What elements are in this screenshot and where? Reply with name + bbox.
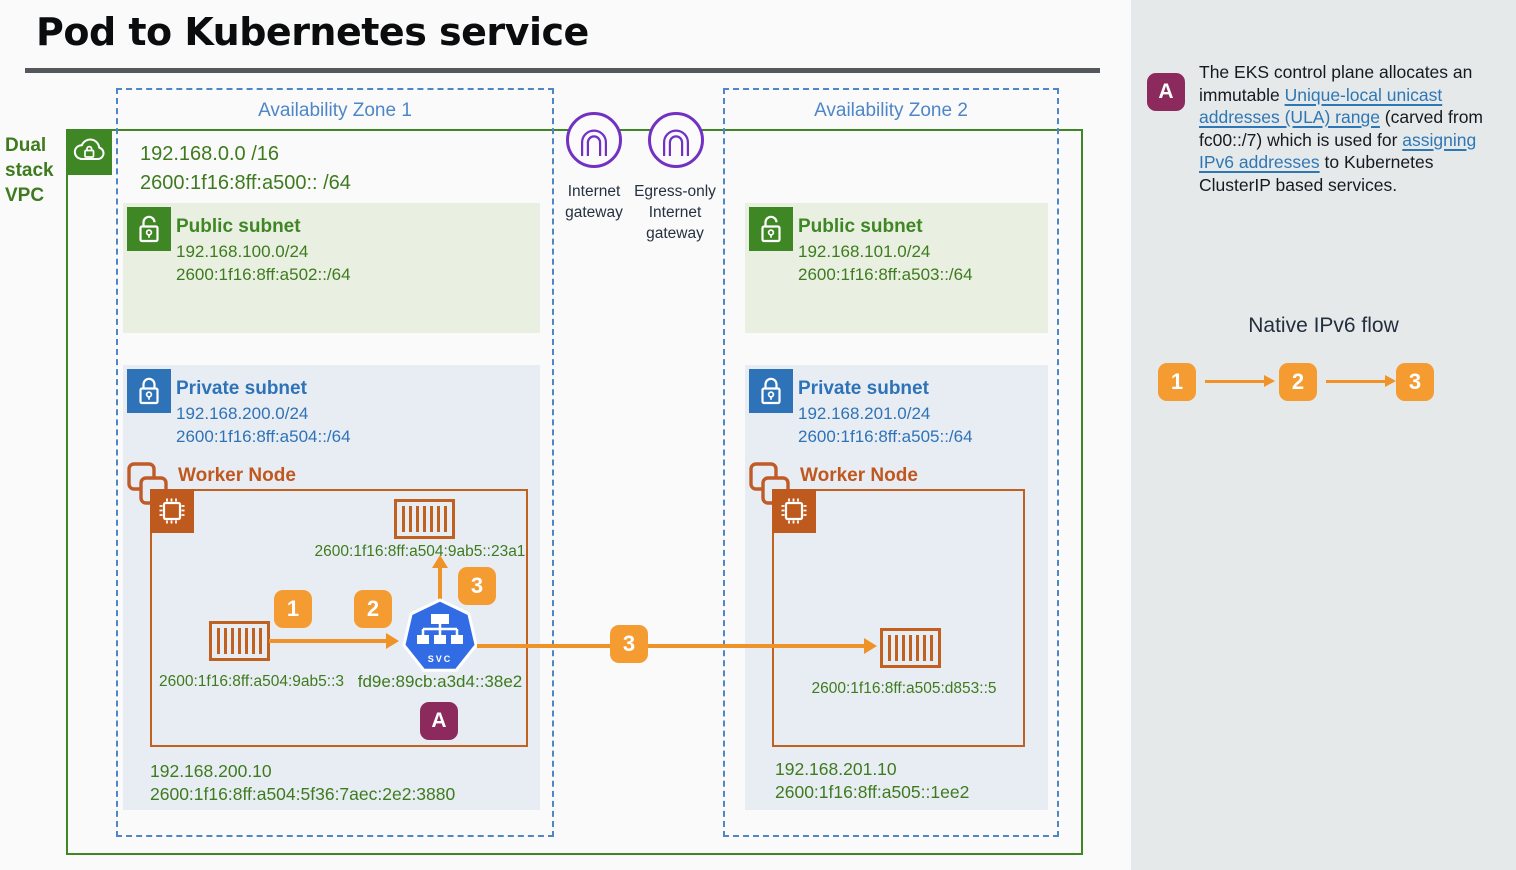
node-ip6: 2600:1f16:8ff:a505::1ee2 xyxy=(775,782,970,802)
node-ip6: 2600:1f16:8ff:a504:5f36:7aec:2e2:3880 xyxy=(150,784,456,804)
worker-node-label: Worker Node xyxy=(800,465,918,486)
az2-private-subnet: Private subnet 192.168.201.0/24 2600:1f1… xyxy=(745,365,1048,810)
pod-left-ip: 2600:1f16:8ff:a504:9ab5::3 xyxy=(159,673,345,690)
flow-arrow xyxy=(1326,380,1386,383)
annotation-a-badge: A xyxy=(1147,73,1185,111)
node-ip4: 192.168.200.10 xyxy=(150,761,272,781)
subnet-cidr4: 192.168.100.0/24 xyxy=(176,242,309,261)
flow-step-3: 3 xyxy=(1396,363,1434,401)
subnet-cidr4: 192.168.201.0/24 xyxy=(798,404,931,423)
vpc-cidr4: 192.168.0.0 /16 xyxy=(140,143,280,165)
public-subnet-lock-icon xyxy=(127,207,171,251)
svc-label: SVC xyxy=(428,654,453,664)
node-ip4: 192.168.201.10 xyxy=(775,759,897,779)
pod-top-ip: 2600:1f16:8ff:a504:9ab5::23a1 xyxy=(314,543,526,560)
step-badge-2: 2 xyxy=(354,590,392,628)
subnet-title: Public subnet xyxy=(798,216,923,237)
az2-label: Availability Zone 2 xyxy=(814,100,968,121)
az1-public-subnet: Public subnet 192.168.100.0/24 2600:1f16… xyxy=(123,203,540,333)
arrow-head-icon xyxy=(1385,375,1396,387)
node-ips: 192.168.200.10 2600:1f16:8ff:a504:5f36:7… xyxy=(150,760,455,806)
title-divider xyxy=(25,68,1100,73)
note-link[interactable]: assigning IPv6 addresses xyxy=(1199,129,1477,173)
step-badge-3: 3 xyxy=(458,567,496,605)
az1-border: Availability Zone 1 xyxy=(116,88,554,837)
internet-gateway-label: Internet gateway xyxy=(565,183,623,221)
private-subnet-lock-icon xyxy=(127,369,171,413)
sidebar-note: The EKS control plane allocates an immut… xyxy=(1199,61,1505,196)
vpc-cidrs: 192.168.0.0 /16 2600:1f16:8ff:a500:: /64 xyxy=(140,140,351,198)
note-text-segment: (carved from fc00::/7) which is used for xyxy=(1199,107,1483,150)
arrow-head-icon xyxy=(864,638,877,654)
flow-step-2: 2 xyxy=(1279,363,1317,401)
step-badge-3-mid: 3 xyxy=(610,625,648,663)
subnet-cidr4: 192.168.101.0/24 xyxy=(798,242,931,261)
subnet-cidr6: 2600:1f16:8ff:a504::/64 xyxy=(176,427,351,446)
az1-worker-node-box: 2600:1f16:8ff:a504:9ab5::23a1 2600:1f16:… xyxy=(150,489,528,747)
az1-label: Availability Zone 1 xyxy=(258,100,412,121)
note-text-segment: to Kubernetes ClusterIP based services. xyxy=(1199,152,1434,195)
pod-container-icon xyxy=(209,621,270,661)
private-subnet-lock-icon xyxy=(749,369,793,413)
internet-gateway-icon xyxy=(566,112,622,168)
page-title: Pod to Kubernetes service xyxy=(36,10,589,54)
subnet-cidr6: 2600:1f16:8ff:a503::/64 xyxy=(798,265,973,284)
pod-container-icon xyxy=(394,499,455,539)
node-ips: 192.168.201.10 2600:1f16:8ff:a505::1ee2 xyxy=(775,758,969,804)
flow-step-1: 1 xyxy=(1158,363,1196,401)
public-subnet-lock-icon xyxy=(749,207,793,251)
arrow-head-icon xyxy=(1264,375,1275,387)
kubernetes-service-icon: SVC xyxy=(402,598,478,672)
flow-arrow-3-up xyxy=(438,568,442,600)
legend-sidebar: A The EKS control plane allocates an imm… xyxy=(1131,0,1516,870)
egress-only-gateway-label: Egress-only Internet gateway xyxy=(634,183,716,242)
az2-border: Availability Zone 2 xyxy=(723,88,1059,837)
flow-title: Native IPv6 flow xyxy=(1248,314,1399,337)
pod-container-icon xyxy=(880,628,941,668)
vpc-label: Dual stack VPC xyxy=(5,135,54,207)
subnet-cidr4: 192.168.200.0/24 xyxy=(176,404,309,423)
note-link[interactable]: Unique-local unicast addresses (ULA) ran… xyxy=(1199,84,1443,128)
instance-chip-icon xyxy=(772,489,816,533)
subnet-title: Private subnet xyxy=(176,378,307,399)
pod-ip: 2600:1f16:8ff:a505:d853::5 xyxy=(811,680,997,697)
egress-only-internet-gateway-icon xyxy=(648,112,704,168)
step-badge-1: 1 xyxy=(274,590,312,628)
az2-worker-node-box: 2600:1f16:8ff:a505:d853::5 xyxy=(772,489,1025,747)
subnet-cidr6: 2600:1f16:8ff:a505::/64 xyxy=(798,427,973,446)
subnet-cidr6: 2600:1f16:8ff:a502::/64 xyxy=(176,265,351,284)
flow-arrow-3-cross-az xyxy=(477,644,864,648)
service-cluster-ip: fd9e:89cb:a3d4::38e2 xyxy=(357,672,523,691)
annotation-a-badge: A xyxy=(420,702,458,740)
worker-node-label: Worker Node xyxy=(178,465,296,486)
vpc-cloud-lock-icon xyxy=(66,129,112,175)
arrow-head-icon xyxy=(432,555,448,568)
arrow-head-icon xyxy=(386,633,399,649)
flow-arrow xyxy=(1205,380,1265,383)
instance-chip-icon xyxy=(150,489,194,533)
flow-arrow-1-2 xyxy=(269,639,387,643)
vpc-cidr6: 2600:1f16:8ff:a500:: /64 xyxy=(140,172,351,194)
az2-public-subnet: Public subnet 192.168.101.0/24 2600:1f16… xyxy=(745,203,1048,333)
az1-private-subnet: Private subnet 192.168.200.0/24 2600:1f1… xyxy=(123,365,540,810)
subnet-title: Public subnet xyxy=(176,216,301,237)
subnet-title: Private subnet xyxy=(798,378,929,399)
note-text-segment: The EKS control plane allocates an immut… xyxy=(1199,62,1473,105)
